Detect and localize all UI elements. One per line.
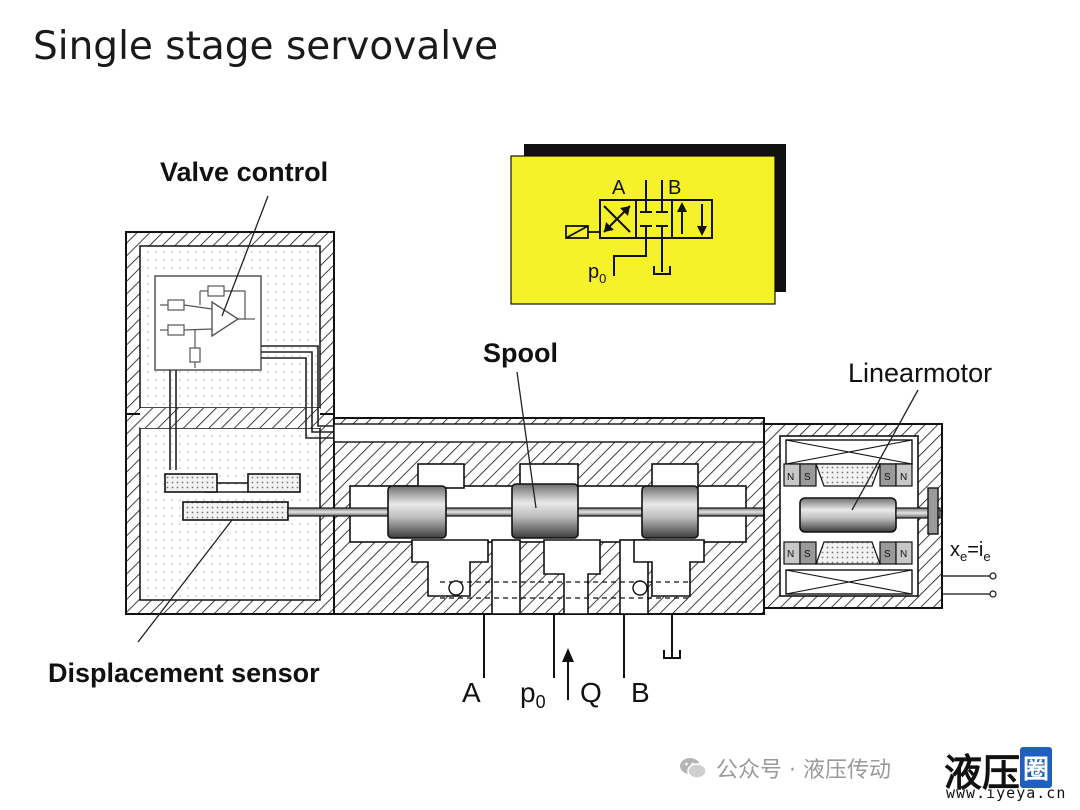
port-p-label: p0 (520, 677, 546, 712)
wechat-icon (680, 758, 707, 779)
magnet-n-label: N (787, 472, 794, 483)
flow-q-label: Q (580, 677, 602, 708)
watermark-text: 公众号 · 液压传动 (716, 758, 891, 783)
symbol-port-p: p0 (588, 261, 606, 286)
displacement-sensor (164, 473, 301, 521)
linearmotor-label: Linearmotor (848, 358, 992, 388)
magnet-s-label: S (884, 472, 891, 483)
magnet-n-label: N (900, 549, 907, 560)
logo-main: 液压 (944, 750, 1021, 795)
linear-motor (763, 423, 997, 609)
signal-label: xe=ie (950, 539, 991, 564)
symbol-port-b: B (668, 177, 681, 199)
port-a-label: A (462, 677, 481, 708)
leader-lines (137, 195, 919, 643)
magnet-s-label: S (804, 472, 811, 483)
external-ports (483, 614, 681, 700)
watermark-logo: 液压圈 (944, 742, 1053, 797)
magnet-n-label: N (787, 549, 794, 560)
spool-label: Spool (483, 338, 558, 368)
slide-title: Single stage servovalve (33, 24, 499, 69)
valve-symbol: A B p0 (510, 144, 786, 305)
magnet-s-label: S (884, 549, 891, 560)
tank-icon (663, 650, 681, 659)
watermark: 公众号 · 液压传动 (678, 748, 891, 788)
valve-control-label: Valve control (160, 157, 328, 187)
amplifier-icon (211, 300, 240, 338)
flow-arrow-icon (562, 648, 574, 700)
displacement-sensor-label: Displacement sensor (48, 658, 320, 688)
symbol-port-a: A (612, 177, 626, 199)
port-b-label: B (631, 677, 650, 708)
magnet-n-label: N (900, 472, 907, 483)
magnet-s-label: S (804, 549, 811, 560)
spool (287, 483, 801, 539)
logo-badge: 圈 (1020, 747, 1053, 788)
magnet-labels: N S S N N S S N (787, 472, 907, 560)
watermark-url: www.iyeya.cn (946, 784, 1067, 802)
amplifier-circuit (154, 275, 262, 371)
